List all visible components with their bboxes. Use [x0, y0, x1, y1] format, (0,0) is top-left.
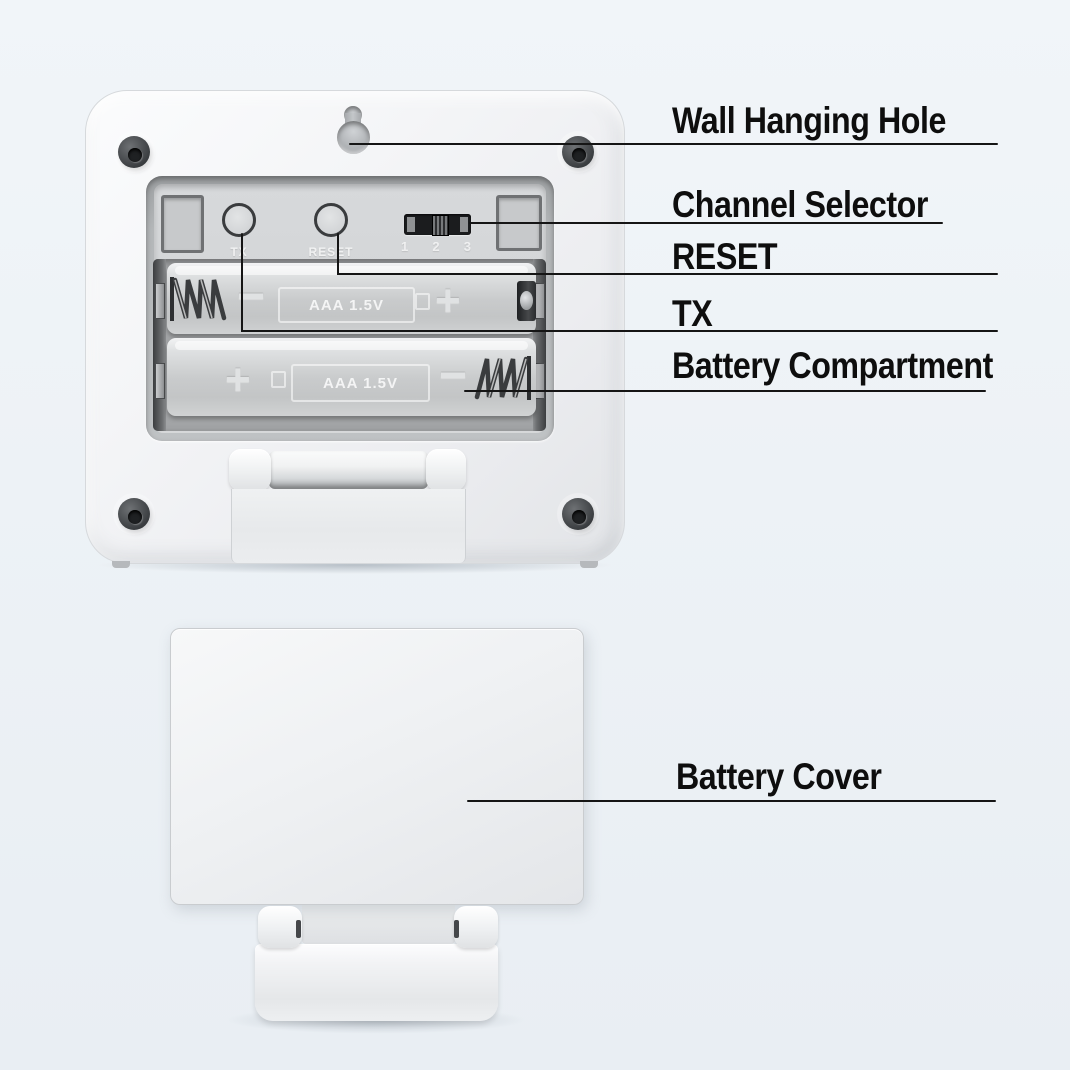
callout-tx: TX — [672, 293, 713, 334]
callout-channel-selector: Channel Selector — [672, 184, 929, 225]
battery-label-notch — [415, 293, 430, 310]
switch-end-cap — [460, 217, 468, 232]
battery-contact — [517, 281, 536, 321]
minus-terminal-mark: − — [439, 349, 468, 402]
screw-hole-center — [572, 510, 586, 524]
callout-battery-cover: Battery Cover — [676, 756, 882, 797]
reset-button-label: RESET — [308, 245, 354, 259]
battery-contact — [155, 363, 165, 399]
battery-label-box: AAA 1.5V — [291, 364, 430, 402]
folded-stand-plate — [231, 489, 466, 563]
battery-compartment: TX RESET 1 2 3 — [146, 176, 554, 441]
hinge-knuckle-left — [229, 449, 271, 491]
screw-hole — [118, 136, 150, 168]
battery-cover — [170, 628, 584, 905]
cover-stand-plate — [255, 944, 498, 1021]
unit-foot-right — [580, 561, 598, 568]
battery-bay: − AAA 1.5V + + AAA — [153, 259, 546, 431]
spring-contact-icon — [170, 277, 227, 321]
channel-position-marks: 1 2 3 — [401, 239, 471, 254]
screw-hole-center — [128, 510, 142, 524]
battery-label: AAA 1.5V — [309, 296, 384, 314]
screw-hole-center — [128, 148, 142, 162]
compartment-slot-left — [161, 195, 204, 253]
sensor-back-view: TX RESET 1 2 3 — [85, 90, 625, 568]
bay-wall-left — [153, 259, 166, 431]
channel-mark-2: 2 — [432, 239, 440, 254]
cover-hinge-pin — [296, 920, 301, 938]
minus-terminal-mark: − — [237, 270, 266, 323]
unit-foot-left — [112, 561, 130, 568]
channel-selector-switch — [404, 214, 471, 236]
compartment-panel: TX RESET 1 2 3 — [153, 184, 546, 433]
cover-hinge-knuckle-right — [454, 906, 498, 948]
stand-hinge-slot — [269, 451, 428, 489]
switch-knob — [432, 215, 449, 236]
callout-battery-compartment: Battery Compartment — [672, 345, 993, 386]
battery-contact — [535, 283, 545, 319]
battery-contact — [155, 283, 165, 319]
compartment-slot-right — [496, 195, 542, 251]
callout-reset: RESET — [672, 236, 778, 277]
screw-hole — [562, 498, 594, 530]
reset-button — [314, 203, 348, 237]
spring-contact-icon — [474, 356, 531, 400]
screw-hole — [562, 136, 594, 168]
battery-aaa-upper: − AAA 1.5V + — [167, 263, 536, 334]
screw-hole-center — [572, 148, 586, 162]
battery-label: AAA 1.5V — [323, 374, 398, 392]
battery-aaa-lower: + AAA 1.5V − — [167, 338, 536, 416]
contact-bump — [520, 291, 533, 310]
tx-button-label: TX — [230, 245, 248, 259]
plus-terminal-mark: + — [435, 276, 461, 325]
battery-label-notch — [271, 371, 286, 388]
plus-terminal-mark: + — [225, 355, 251, 404]
battery-cover-hinge-tab — [302, 902, 455, 944]
keyhole-bottom — [337, 121, 370, 154]
battery-label-box: AAA 1.5V — [278, 287, 415, 323]
hinge-knuckle-right — [426, 449, 466, 491]
channel-mark-1: 1 — [401, 239, 409, 254]
switch-end-cap — [407, 217, 415, 232]
tx-button — [222, 203, 256, 237]
channel-mark-3: 3 — [463, 239, 471, 254]
cover-hinge-knuckle-left — [258, 906, 302, 948]
battery-contact — [535, 363, 545, 399]
screw-hole — [118, 498, 150, 530]
callout-wall-hanging-hole: Wall Hanging Hole — [672, 100, 946, 141]
cover-hinge-pin — [454, 920, 459, 938]
